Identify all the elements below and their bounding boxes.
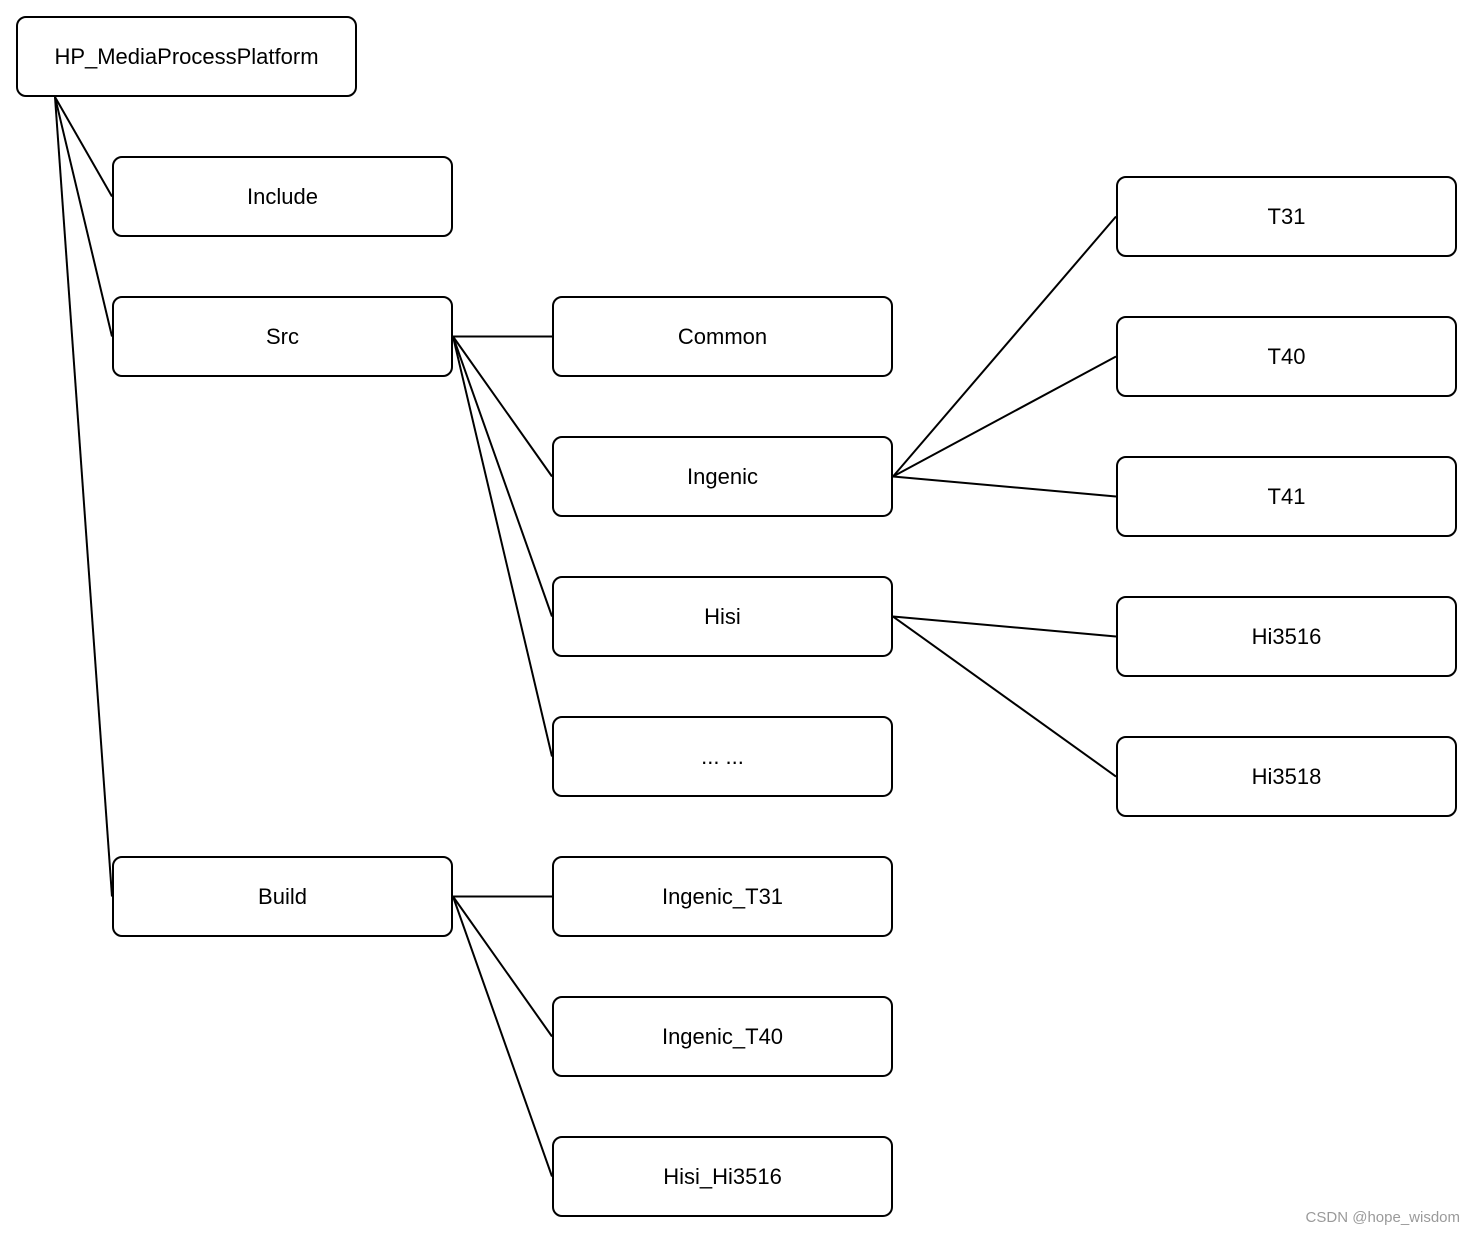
node-build-hisi-hi3516: Hisi_Hi3516 (552, 1136, 893, 1217)
node-hisi: Hisi (552, 576, 893, 657)
connector-root-include (54, 96, 113, 197)
node-more: ... ... (552, 716, 893, 797)
connector-root-build (54, 96, 113, 897)
connector-build-build_hi3516 (452, 896, 553, 1177)
node-root: HP_MediaProcessPlatform (16, 16, 357, 97)
connector-hisi-hi3516 (892, 615, 1117, 638)
node-src: Src (112, 296, 453, 377)
node-build: Build (112, 856, 453, 937)
connector-build-build_t40 (452, 895, 553, 1038)
node-t41: T41 (1116, 456, 1457, 537)
watermark: CSDN @hope_wisdom (1305, 1209, 1460, 1226)
connector-ingenic-t40 (892, 355, 1117, 478)
connector-src-ingenic (452, 335, 553, 478)
node-build-ingenic-t40: Ingenic_T40 (552, 996, 893, 1077)
connector-hisi-hi3518 (892, 615, 1117, 778)
node-ingenic: Ingenic (552, 436, 893, 517)
connector-root-src (54, 96, 113, 337)
connector-ingenic-t41 (892, 475, 1117, 498)
node-hi3518: Hi3518 (1116, 736, 1457, 817)
connector-ingenic-t31 (892, 215, 1117, 478)
node-common: Common (552, 296, 893, 377)
node-hi3516: Hi3516 (1116, 596, 1457, 677)
node-build-ingenic-t31: Ingenic_T31 (552, 856, 893, 937)
node-t31: T31 (1116, 176, 1457, 257)
connector-src-more (452, 336, 553, 757)
connector-src-hisi (452, 336, 553, 617)
node-t40: T40 (1116, 316, 1457, 397)
node-include: Include (112, 156, 453, 237)
